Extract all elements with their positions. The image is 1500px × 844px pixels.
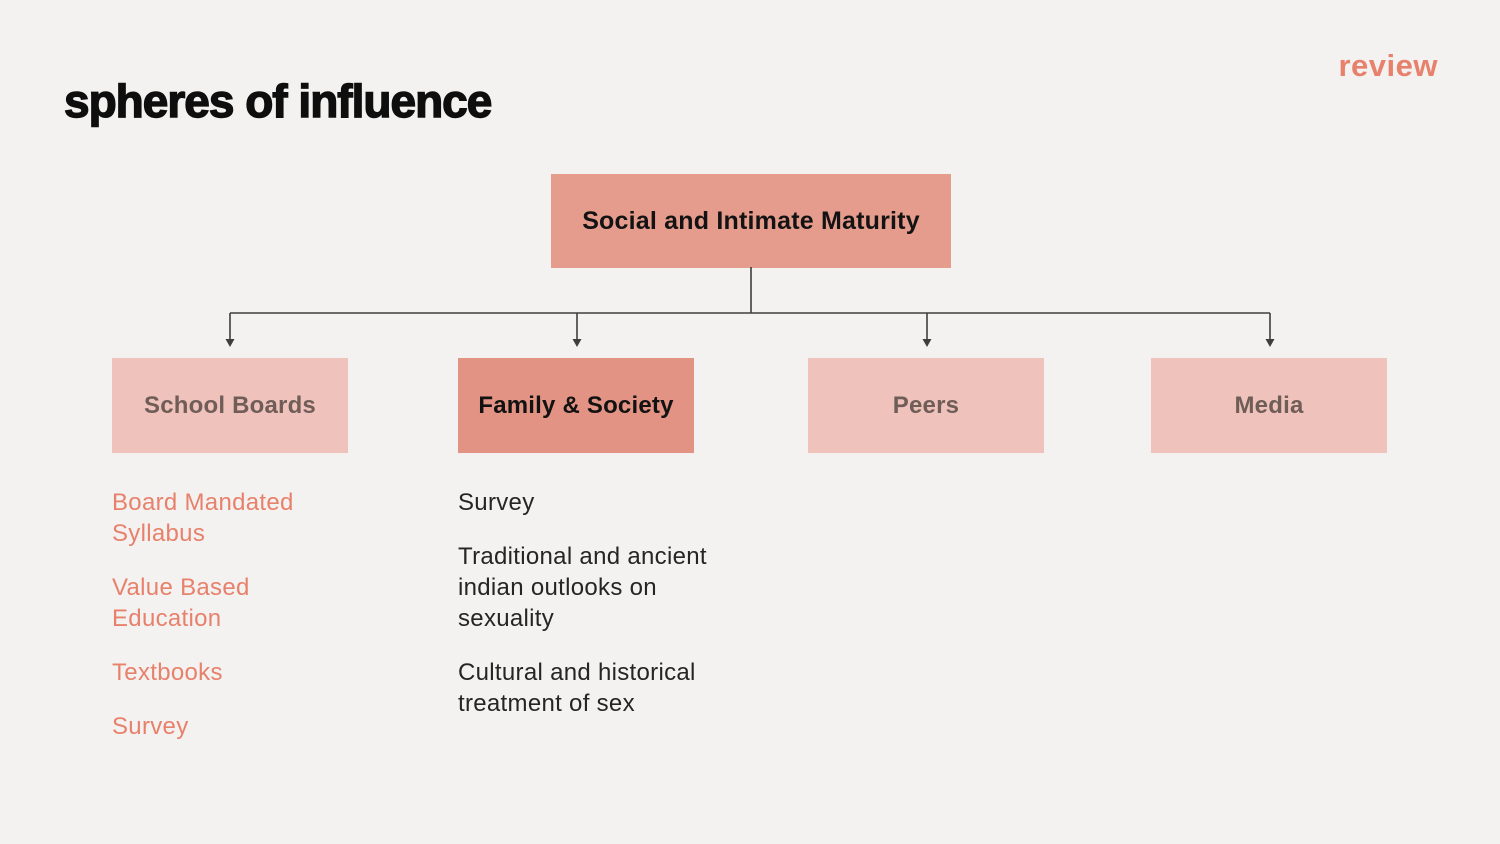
list-item: Cultural and historical treatment of sex <box>458 659 696 717</box>
branch-school-boards-label: School Boards <box>144 391 316 419</box>
branch-media-label: Media <box>1234 391 1304 419</box>
branch-school-boards: School Boards <box>112 358 348 453</box>
branch-peers: Peers <box>808 358 1044 453</box>
family-society-list: Survey Traditional and ancient indian ou… <box>458 487 720 742</box>
branch-family-society-label: Family & Society <box>478 391 674 419</box>
branch-media: Media <box>1151 358 1387 453</box>
root-node: Social and Intimate Maturity <box>551 174 951 268</box>
school-boards-list: Board Mandated Syllabus Value Based Educ… <box>112 487 352 765</box>
arrowhead-icon <box>922 339 932 347</box>
list-item: Survey <box>112 713 189 740</box>
branch-peers-label: Peers <box>892 391 960 419</box>
list-item: Value Based Education <box>112 574 250 632</box>
list-item: Survey <box>458 489 535 516</box>
root-node-label: Social and Intimate Maturity <box>582 206 920 235</box>
arrowhead-icon <box>1265 339 1275 347</box>
list-item: Board Mandated Syllabus <box>112 489 294 547</box>
list-item: Textbooks <box>112 659 223 686</box>
review-badge: review <box>1338 48 1438 83</box>
page-title: spheres of influence <box>63 74 493 127</box>
arrowhead-icon <box>572 339 582 347</box>
arrowhead-icon <box>225 339 235 347</box>
list-item: Traditional and ancient indian outlooks … <box>458 543 707 632</box>
connector-lines <box>225 267 1275 347</box>
branch-family-society: Family & Society <box>458 358 694 453</box>
